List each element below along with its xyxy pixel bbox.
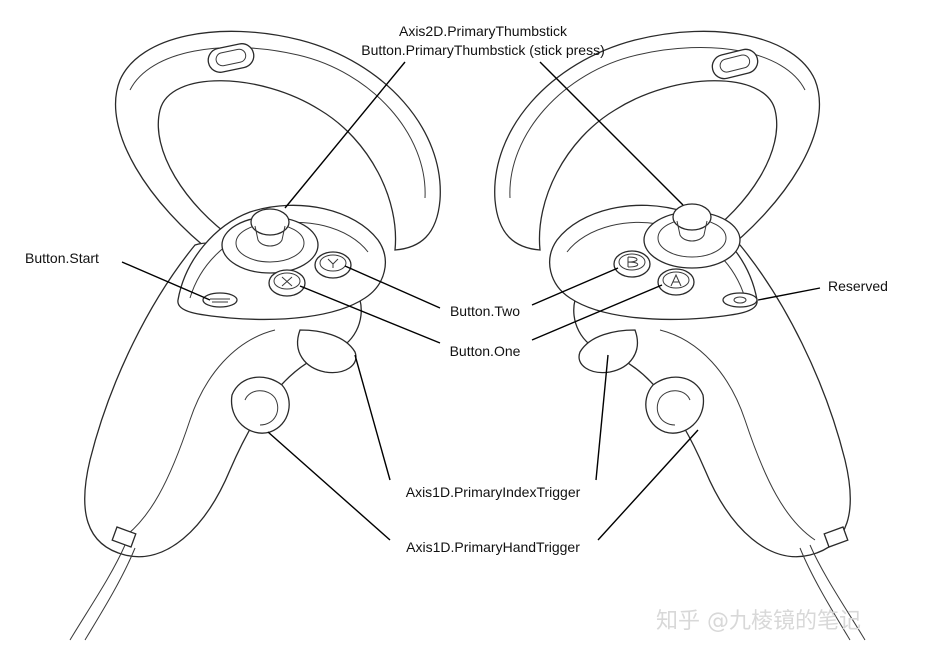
label-thumbstick-axis: Axis2D.PrimaryThumbstick: [399, 23, 568, 39]
right-cable: [799, 544, 866, 641]
label-button-start: Button.Start: [25, 250, 99, 266]
right-index-trigger: [578, 329, 639, 374]
left-controller: [69, 30, 441, 641]
label-button-one: Button.One: [450, 343, 521, 359]
right-hand-trigger: [645, 376, 705, 434]
leader-index-left: [354, 354, 391, 481]
label-button-two: Button.Two: [450, 303, 520, 319]
leader-one-right: [531, 284, 663, 341]
left-button-x: [268, 269, 306, 297]
watermark-text: 知乎 @九棱镜的笔记: [656, 609, 861, 634]
leader-reserved: [757, 287, 821, 301]
left-index-trigger: [296, 329, 357, 374]
labels: Axis2D.PrimaryThumbstick Button.PrimaryT…: [25, 23, 888, 555]
left-tracking-ring: [115, 30, 441, 256]
right-controller: [494, 30, 866, 641]
leader-two-left: [344, 265, 441, 309]
leader-index-right: [595, 354, 609, 481]
right-oculus-button: [722, 292, 758, 308]
leader-one-left: [299, 285, 441, 344]
leader-thumbstick-right: [539, 61, 684, 206]
left-thumbstick-cap: [250, 208, 290, 236]
leader-two-right: [531, 267, 619, 306]
label-reserved: Reserved: [828, 278, 888, 294]
label-thumbstick-press: Button.PrimaryThumbstick (stick press): [361, 42, 605, 58]
right-tracking-ring: [494, 30, 820, 256]
left-menu-button: [202, 292, 238, 308]
label-index-trigger: Axis1D.PrimaryIndexTrigger: [406, 484, 581, 500]
leader-lines: [121, 61, 821, 541]
leader-hand-right: [597, 429, 699, 541]
left-cable: [69, 544, 136, 641]
leader-hand-left: [267, 431, 391, 541]
leader-thumbstick-left: [284, 61, 406, 209]
left-hand-trigger: [230, 376, 290, 434]
right-thumbstick-cap: [672, 203, 712, 231]
label-hand-trigger: Axis1D.PrimaryHandTrigger: [406, 539, 580, 555]
right-button-b: [613, 250, 651, 278]
leader-start: [121, 261, 211, 301]
